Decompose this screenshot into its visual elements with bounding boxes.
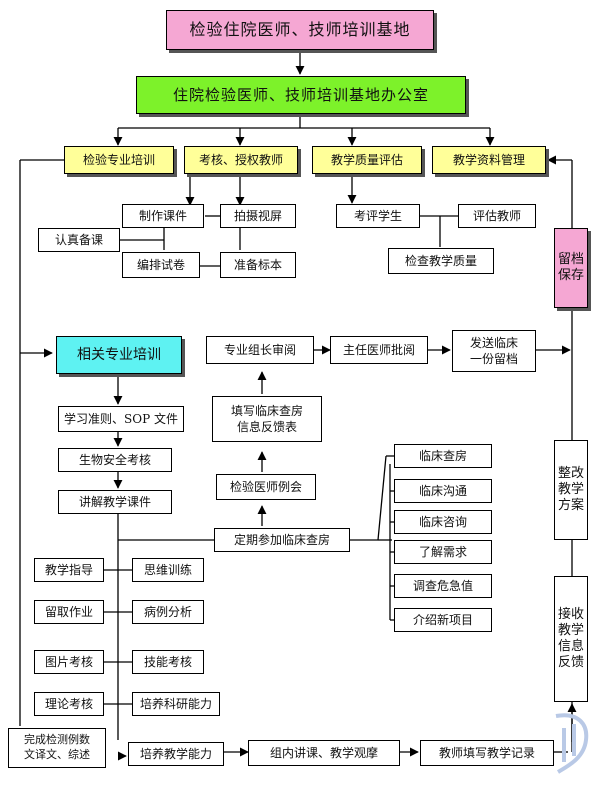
prepare-lesson-node: 认真备课 <box>38 228 120 252</box>
biosafety-node: 生物安全考核 <box>58 448 172 472</box>
check-teaching-quality-node: 检查教学质量 <box>388 248 494 274</box>
pair-right-node: 培养科研能力 <box>132 692 220 716</box>
branch-teacher-authorization: 考核、授权教师 <box>184 146 298 174</box>
pair-left-node: 留取作业 <box>34 600 104 624</box>
lecture-courseware-node: 讲解教学课件 <box>58 490 172 514</box>
pair-left-node: 图片考核 <box>34 650 104 674</box>
group-lecture-node: 组内讲课、教学观摩 <box>248 740 400 766</box>
send-clinic-node: 发送临床 一份留档 <box>452 330 536 372</box>
sop-study-node: 学习准则、SOP 文件 <box>58 406 184 432</box>
rectify-plan-node: 整改教学方案 <box>554 440 588 540</box>
pair-right-node: 思维训练 <box>132 558 204 582</box>
physician-meeting-node: 检验医师例会 <box>216 474 316 500</box>
hospital-logo-icon <box>555 713 589 774</box>
round-item-node: 介绍新项目 <box>394 608 492 632</box>
teacher-record-node: 教师填写教学记录 <box>420 740 554 766</box>
pair-right-node: 病例分析 <box>132 600 204 624</box>
round-item-node: 调查危急值 <box>394 574 492 598</box>
round-item-node: 了解需求 <box>394 540 492 564</box>
training-office-node: 住院检验医师、技师培训基地办公室 <box>136 76 466 114</box>
receive-feedback-node: 接收教学信息反馈 <box>554 576 588 702</box>
director-approve-node: 主任医师批阅 <box>330 336 428 364</box>
make-courseware-node: 制作课件 <box>122 204 204 228</box>
round-item-node: 临床查房 <box>394 444 492 468</box>
branch-quality-evaluation: 教学质量评估 <box>312 146 422 174</box>
archive-node: 留档保存 <box>554 228 588 308</box>
prepare-specimen-node: 准备标本 <box>220 252 296 278</box>
pair-right-node: 技能考核 <box>132 650 204 674</box>
group-leader-review-node: 专业组长审阅 <box>206 336 314 364</box>
training-base-title: 检验住院医师、技师培训基地 <box>166 10 434 50</box>
branch-materials-management: 教学资料管理 <box>432 146 546 174</box>
round-item-node: 临床沟通 <box>394 479 492 503</box>
teaching-ability-node: 培养教学能力 <box>128 742 224 766</box>
record-video-node: 拍摄视屏 <box>220 204 296 228</box>
round-item-node: 临床咨询 <box>394 510 492 534</box>
branch-professional-training: 检验专业培训 <box>64 146 174 174</box>
complete-translation-node: 完成检测例数 文译文、综述 <box>8 728 106 768</box>
evaluate-teachers-node: 评估教师 <box>458 204 536 228</box>
pair-left-node: 教学指导 <box>34 558 104 582</box>
compile-exam-node: 编排试卷 <box>122 252 200 278</box>
related-training-node: 相关专业培训 <box>56 336 182 374</box>
evaluate-students-node: 考评学生 <box>336 204 420 228</box>
clinical-rounds-node: 定期参加临床查房 <box>214 528 350 552</box>
pair-left-node: 理论考核 <box>34 692 104 716</box>
fill-feedback-form-node: 填写临床查房 信息反馈表 <box>212 396 322 442</box>
